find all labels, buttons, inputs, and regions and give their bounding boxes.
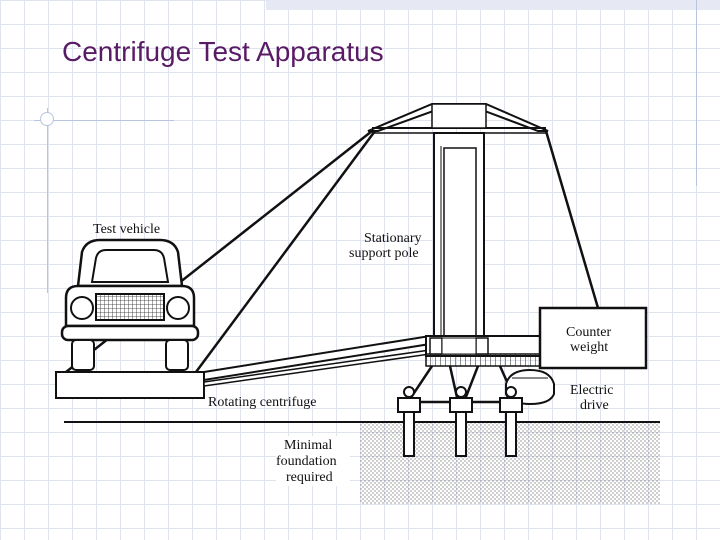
- right-vertical-accent-line: [696, 0, 697, 186]
- label-stationary-line1: Stationary: [364, 231, 422, 246]
- label-drive-line2: drive: [580, 398, 609, 413]
- vehicle-headlight-right: [166, 296, 190, 320]
- vehicle-wheel-right: [165, 339, 189, 371]
- label-electric-line1: Electric: [570, 383, 614, 398]
- foundation-label-backdrop: [276, 436, 350, 486]
- anchor-bolts: [397, 386, 523, 457]
- anchor-bolt-right: [499, 386, 523, 457]
- left-vertical-accent-line: [47, 108, 48, 293]
- anchor-bolt-left: [397, 386, 421, 457]
- accent-circle: [40, 112, 54, 126]
- cable-to-vehicle-rear: [194, 130, 377, 373]
- label-counter-line1: Counter: [566, 325, 611, 340]
- rotating-centrifuge-arm: [55, 334, 431, 399]
- vehicle-grille: [95, 293, 165, 321]
- vehicle-wheel-left: [71, 339, 95, 371]
- diagram-labels: Test vehicle Stationary support pole Cou…: [93, 222, 614, 485]
- test-vehicle: [60, 238, 200, 371]
- hub-ring-gear: [425, 335, 541, 367]
- label-minimal-line1: Minimal: [284, 438, 332, 453]
- label-required-line3: required: [286, 470, 333, 485]
- label-foundation-line2: foundation: [276, 454, 337, 469]
- label-support-pole-line2: support pole: [349, 246, 419, 261]
- left-horizontal-accent-line: [34, 120, 174, 121]
- counter-weight-box: [538, 306, 648, 370]
- anchor-bolt-middle: [449, 386, 473, 457]
- cable-to-counterweight: [544, 130, 600, 309]
- vehicle-platform: [55, 371, 205, 399]
- stationary-support-pole: [433, 132, 485, 354]
- vehicle-headlight-left: [70, 296, 94, 320]
- label-rotating-centrifuge: Rotating centrifuge: [208, 395, 316, 410]
- vehicle-bumper: [60, 324, 200, 342]
- vehicle-windshield: [90, 249, 170, 283]
- slide-title: Centrifuge Test Apparatus: [62, 36, 384, 67]
- ground: [64, 421, 660, 504]
- label-test-vehicle: Test vehicle: [93, 222, 160, 237]
- top-right-accent-bar: [266, 0, 720, 10]
- label-weight-line2: weight: [570, 340, 608, 355]
